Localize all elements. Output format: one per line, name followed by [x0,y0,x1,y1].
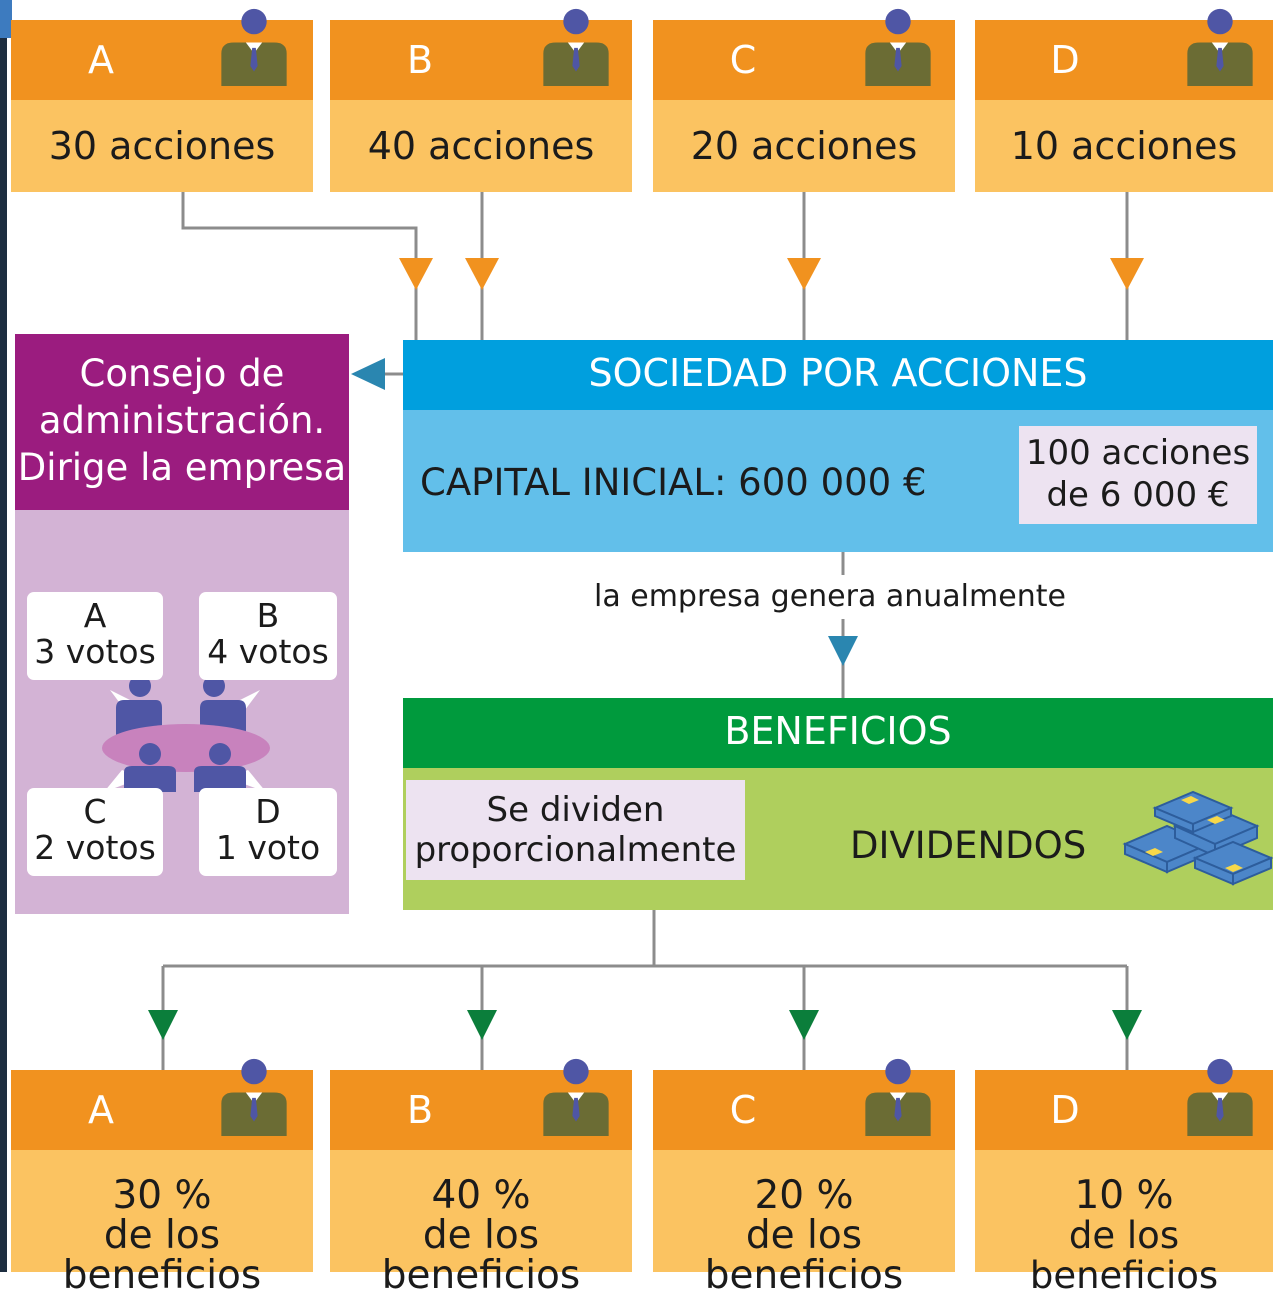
shareholder-header: C [653,1070,955,1150]
shareholder-card-c: C 20 acciones [653,20,955,192]
vote-bubble-c: C 2 votos [27,788,163,876]
vote-count: 1 voto [215,828,321,867]
arrow-b-top [465,258,499,290]
arrow-d-top [1110,258,1144,290]
split-note: Se dividen proporcionalmente [406,780,745,880]
vote-bubble-d: D 1 voto [199,788,337,876]
split-note-line1: Se dividen [486,790,665,830]
person-icon [1187,8,1253,86]
profits-title: BENEFICIOS [403,698,1273,768]
vote-letter: B [256,596,280,635]
arrow-d-bottom [1112,1010,1142,1040]
shareholder-letter: B [406,1088,434,1132]
vote-letter: C [83,792,107,831]
arrow-c-top [787,258,821,290]
connector-bottom [161,910,1129,1072]
board-title-line3: Dirige la empresa [17,446,347,489]
person-icon [1187,1058,1253,1136]
person-icon [221,8,287,86]
result-label: de los beneficios [1029,1214,1219,1297]
arrow-to-profits [828,636,858,666]
vote-count: 2 votos [34,828,156,867]
shareholder-shares: 30 acciones [11,100,313,192]
shareholder-letter: D [1050,38,1080,82]
shareholder-shares: 20 acciones [653,100,955,192]
arrow-to-board [351,358,385,390]
shareholder-letter: B [406,38,434,82]
flow-label: la empresa genera anualmente [594,575,1094,619]
arrow-a-top [399,258,433,290]
shares-count: 30 acciones [48,124,276,168]
shareholder-shares: 10 acciones [975,100,1273,192]
shareholder-shares: 40 acciones [330,100,632,192]
person-icon [865,8,931,86]
result-body: 20 % de los beneficios [653,1150,955,1296]
meeting-icon [102,675,270,792]
result-body: 10 % de los beneficios [975,1150,1273,1296]
result-label: de los beneficios [381,1213,581,1298]
window-edge [0,0,7,1272]
shareholder-letter: A [88,38,114,82]
result-card-a: A 30 % de los beneficios [11,1070,313,1296]
dividends-label: DIVIDENDOS [850,824,1087,867]
arrow-b-bottom [467,1010,497,1040]
person-icon [221,1058,287,1136]
result-percent: 10 % [1074,1173,1174,1218]
person-icon [543,8,609,86]
shares-count: 20 acciones [690,124,918,168]
shares-count: 40 acciones [367,124,595,168]
vote-bubble-b: B 4 votos [199,592,337,680]
shares-count: 10 acciones [1010,124,1238,168]
result-body: 30 % de los beneficios [11,1150,313,1296]
arrow-c-bottom [789,1010,819,1040]
shareholder-letter: C [729,38,757,82]
vote-letter: A [83,596,107,635]
result-label: de los beneficios [62,1213,262,1298]
shareholder-letter: D [1050,1088,1080,1132]
person-icon [543,1058,609,1136]
vote-bubble-a: A 3 votos [27,592,163,680]
board-title-line2: administración. [38,399,326,442]
shareholder-letter: A [88,1088,114,1132]
capital-label: CAPITAL INICIAL: 600 000 € [420,461,927,504]
result-percent: 30 % [112,1173,212,1218]
vote-letter: D [255,792,281,831]
person-icon [865,1058,931,1136]
company-title: SOCIEDAD POR ACCIONES [403,340,1273,410]
board-title-line1: Consejo de [79,352,285,395]
shares-note-line1: 100 acciones [1025,433,1251,473]
result-body: 40 % de los beneficios [330,1150,632,1296]
board-title: Consejo de administración. Dirige la emp… [15,334,349,510]
result-label: de los beneficios [704,1213,904,1298]
result-percent: 40 % [431,1173,531,1218]
arrow-a-bottom [148,1010,178,1040]
result-percent: 20 % [754,1173,854,1218]
connector-a-top [181,192,418,340]
split-note-line2: proporcionalmente [414,830,737,870]
shares-note: 100 acciones de 6 000 € [1019,426,1257,524]
money-stack-icon [1122,790,1273,886]
shareholder-letter: C [729,1088,757,1132]
vote-count: 3 votos [34,632,156,671]
shares-note-line2: de 6 000 € [1046,475,1230,515]
vote-count: 4 votos [207,632,329,671]
window-edge-tab [0,0,12,38]
